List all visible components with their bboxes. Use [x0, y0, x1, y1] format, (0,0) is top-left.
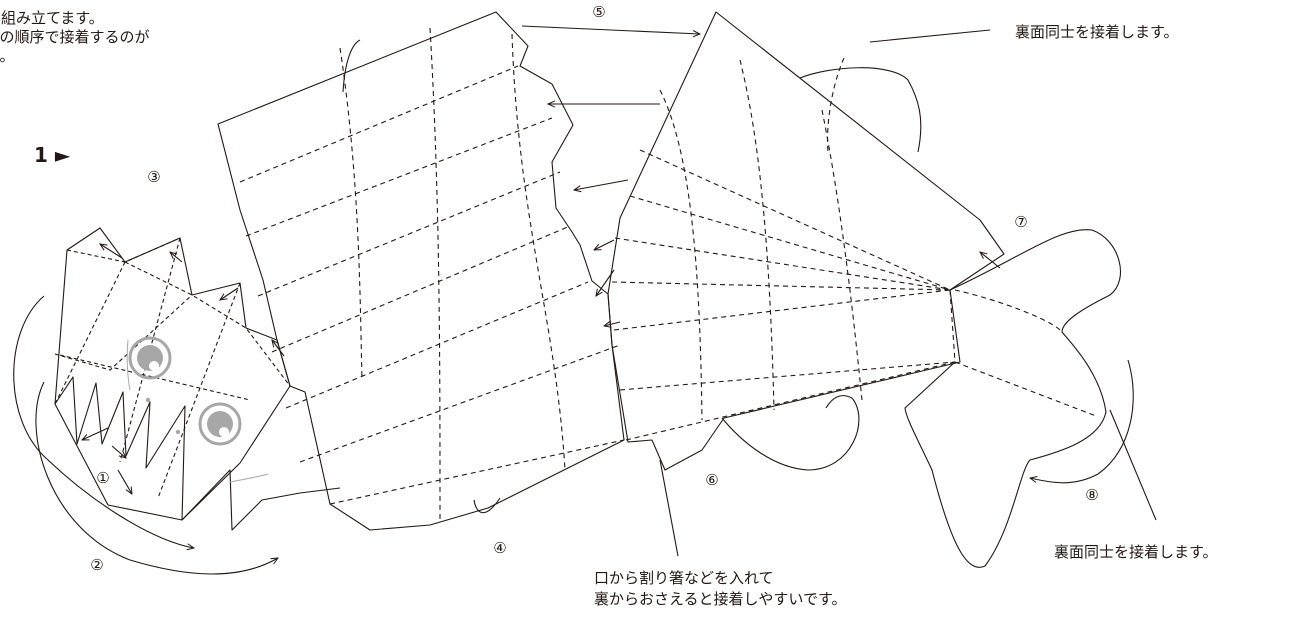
pelvic-fin [721, 395, 860, 471]
step-arrows [13, 25, 1134, 575]
step-label: 1 ► [34, 143, 71, 167]
leader-line-bottom [659, 459, 679, 557]
tail-cone-section [607, 11, 1005, 471]
marker-7: ⑦ [1014, 213, 1027, 231]
marker-6: ⑥ [705, 471, 718, 489]
mouth-teeth [54, 376, 341, 531]
body-section [217, 11, 625, 531]
note-mouth-tip-line-1: 口から割り箸などを入れて [594, 569, 774, 587]
intro-line-2: ⑧の順序で接着するのが [0, 28, 150, 46]
leader-line-right [1109, 409, 1157, 521]
marker-4: ④ [493, 539, 506, 557]
head-piece [54, 227, 291, 521]
dorsal-fin [799, 67, 922, 153]
note-back-to-back-top: 裏面同士を接着します。 [1015, 23, 1179, 41]
marker-1: ① [96, 469, 109, 487]
note-back-to-back-right: 裏面同士を接着します。 [1054, 543, 1218, 561]
marker-8: ⑧ [1085, 486, 1098, 504]
note-mouth-tip: 口から割り箸などを入れて 裏からおさえると接着しやすいです。 [594, 569, 846, 611]
intro-line-1: を組み立てます。 [0, 9, 104, 27]
leader-line-top [869, 29, 991, 43]
tail-fin [904, 229, 1121, 568]
intro-text: を組み立てます。 ⑧の順序で接着するのが す。 [0, 9, 149, 66]
eye-left [128, 336, 172, 380]
note-mouth-tip-line-2: 裏からおさえると接着しやすいです。 [594, 590, 847, 608]
marker-3: ③ [147, 168, 160, 186]
marker-2: ② [90, 556, 103, 574]
marker-5: ⑤ [592, 3, 605, 21]
intro-line-3: す。 [0, 47, 15, 65]
eye-right [198, 402, 242, 446]
